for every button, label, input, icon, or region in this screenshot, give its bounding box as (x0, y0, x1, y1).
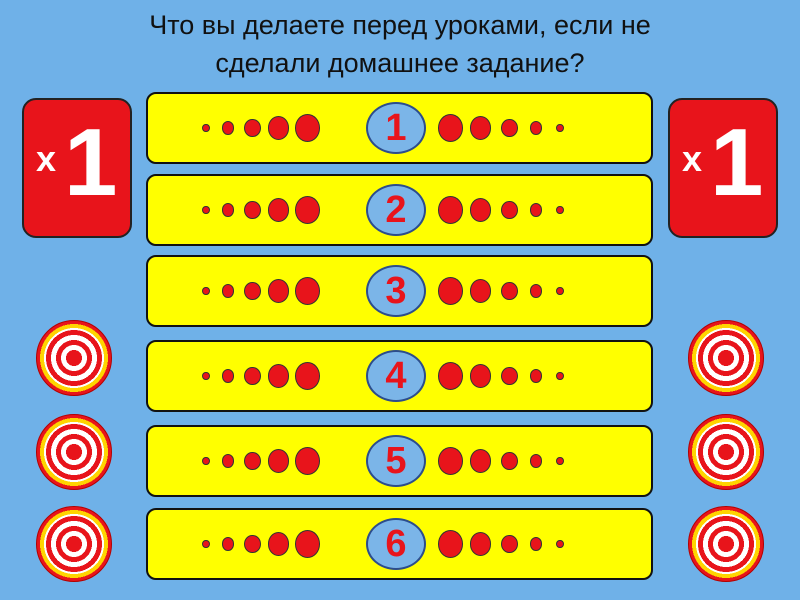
multiplier-symbol: х (682, 138, 703, 179)
hidden-answer-dot (202, 205, 210, 215)
hidden-answer-dot (222, 369, 234, 383)
hidden-answer-dot (470, 198, 491, 222)
hidden-answer-dot (243, 534, 261, 554)
hidden-answer-dot (555, 371, 564, 381)
hidden-answer-dot (222, 537, 234, 551)
hidden-answer-dot (555, 123, 564, 133)
hidden-answer-dot (437, 447, 463, 475)
hidden-answer-dot (268, 364, 289, 388)
hidden-answer-dot (529, 121, 542, 135)
hidden-answer-dot (470, 279, 491, 303)
hidden-answer-dot (294, 447, 320, 475)
target-icon[interactable] (36, 414, 112, 490)
multiplier-value: 1 (64, 109, 118, 216)
hidden-answer-dot (555, 539, 564, 549)
hidden-answer-dot (500, 281, 518, 301)
hidden-answer-dot (555, 205, 564, 215)
hidden-answer-dot (437, 277, 463, 305)
hidden-answer-dot (268, 279, 289, 303)
hidden-answer-dot (243, 366, 261, 386)
hidden-answer-dot (268, 116, 289, 140)
target-icon[interactable] (688, 506, 764, 582)
hidden-answer-dot (437, 362, 463, 390)
answer-panel-3[interactable]: 3 (146, 255, 653, 327)
hidden-answer-dot (470, 116, 491, 140)
multiplier-left: х 1 (22, 98, 132, 238)
hidden-answer-dot (202, 539, 210, 549)
multiplier-symbol: х (36, 138, 57, 179)
hidden-answer-dot (243, 118, 261, 138)
hidden-answer-dot (243, 451, 261, 471)
target-icon[interactable] (688, 414, 764, 490)
hidden-answer-dot (500, 118, 518, 138)
hidden-answer-dot (222, 121, 234, 135)
hidden-answer-dot (529, 284, 542, 298)
answer-number-badge: 5 (366, 435, 426, 487)
hidden-answer-dot (202, 123, 210, 133)
answer-panel-2[interactable]: 2 (146, 174, 653, 246)
answer-panel-4[interactable]: 4 (146, 340, 653, 412)
hidden-answer-dot (500, 451, 518, 471)
hidden-answer-dot (500, 200, 518, 220)
hidden-answer-dot (222, 284, 234, 298)
hidden-answer-dot (500, 366, 518, 386)
answer-number-badge: 4 (366, 350, 426, 402)
hidden-answer-dot (202, 286, 210, 296)
hidden-answer-dot (437, 530, 463, 558)
target-icon[interactable] (688, 320, 764, 396)
hidden-answer-dot (294, 196, 320, 224)
answer-number-badge: 3 (366, 265, 426, 317)
hidden-answer-dot (294, 530, 320, 558)
hidden-answer-dot (268, 532, 289, 556)
hidden-answer-dot (470, 532, 491, 556)
hidden-answer-dot (243, 281, 261, 301)
hidden-answer-dot (268, 449, 289, 473)
hidden-answer-dot (437, 196, 463, 224)
hidden-answer-dot (529, 537, 542, 551)
target-icon[interactable] (36, 320, 112, 396)
hidden-answer-dot (294, 114, 320, 142)
hidden-answer-dot (529, 454, 542, 468)
hidden-answer-dot (529, 203, 542, 217)
hidden-answer-dot (294, 277, 320, 305)
target-icon[interactable] (36, 506, 112, 582)
hidden-answer-dot (222, 454, 234, 468)
answer-panel-6[interactable]: 6 (146, 508, 653, 580)
question-line-2: сделали домашнее задание? (215, 48, 585, 78)
hidden-answer-dot (529, 369, 542, 383)
question-text: Что вы делаете перед уроками, если не сд… (40, 6, 760, 82)
question-line-1: Что вы делаете перед уроками, если не (149, 10, 651, 40)
multiplier-value: 1 (710, 109, 764, 216)
hidden-answer-dot (500, 534, 518, 554)
hidden-answer-dot (555, 456, 564, 466)
hidden-answer-dot (202, 371, 210, 381)
hidden-answer-dot (470, 364, 491, 388)
hidden-answer-dot (222, 203, 234, 217)
hidden-answer-dot (243, 200, 261, 220)
answer-number-badge: 1 (366, 102, 426, 154)
hidden-answer-dot (437, 114, 463, 142)
answer-panel-1[interactable]: 1 (146, 92, 653, 164)
answer-number-badge: 6 (366, 518, 426, 570)
answer-panel-5[interactable]: 5 (146, 425, 653, 497)
hidden-answer-dot (202, 456, 210, 466)
hidden-answer-dot (555, 286, 564, 296)
multiplier-right: х 1 (668, 98, 778, 238)
hidden-answer-dot (294, 362, 320, 390)
hidden-answer-dot (470, 449, 491, 473)
answer-number-badge: 2 (366, 184, 426, 236)
hidden-answer-dot (268, 198, 289, 222)
